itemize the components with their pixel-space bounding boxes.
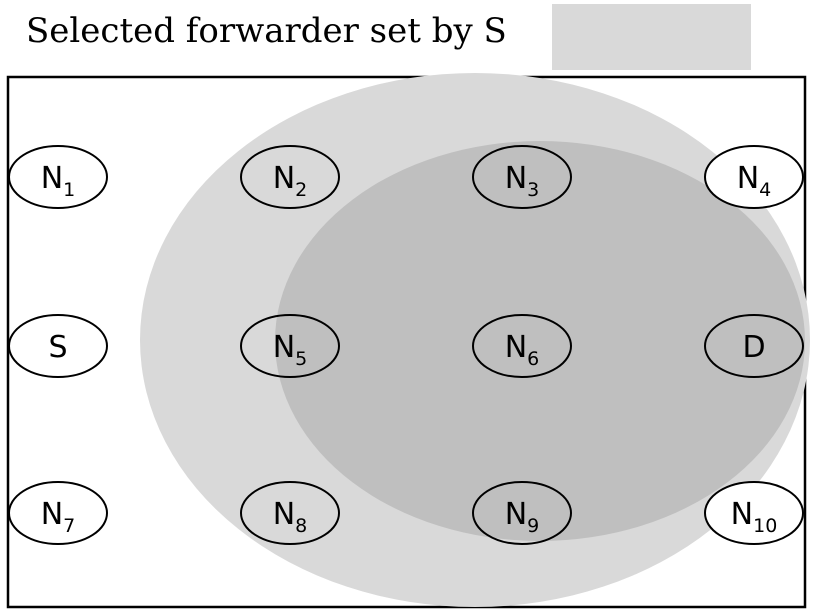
selected-forwarder-region — [275, 141, 805, 541]
node-n2: N2 — [240, 145, 340, 209]
node-n5: N5 — [240, 314, 340, 378]
legend-title: Selected forwarder set by S — [26, 11, 507, 51]
node-shape — [240, 314, 340, 378]
node-label: N8 — [273, 497, 308, 537]
node-shape — [240, 481, 340, 545]
node-label: N7 — [41, 497, 76, 537]
node-n9: N9 — [472, 481, 572, 545]
node-label: D — [742, 330, 765, 365]
node-n8: N8 — [240, 481, 340, 545]
node-shape — [704, 145, 804, 209]
legend-swatch — [552, 4, 751, 70]
node-n10: N10 — [704, 481, 804, 545]
node-d: D — [704, 314, 804, 378]
node-label: N3 — [505, 161, 540, 201]
node-label: N1 — [41, 161, 76, 201]
node-shape — [704, 481, 804, 545]
node-s: S — [8, 314, 108, 378]
node-label: N6 — [505, 330, 540, 370]
node-shape — [8, 481, 108, 545]
node-shape — [240, 145, 340, 209]
node-n6: N6 — [472, 314, 572, 378]
node-n7: N7 — [8, 481, 108, 545]
node-shape — [704, 314, 804, 378]
node-n4: N4 — [704, 145, 804, 209]
node-shape — [8, 314, 108, 378]
node-n3: N3 — [472, 145, 572, 209]
node-label: S — [48, 330, 67, 365]
node-label: N10 — [731, 497, 778, 537]
node-shape — [472, 481, 572, 545]
node-label: N9 — [505, 497, 540, 537]
node-shape — [8, 145, 108, 209]
node-shape — [472, 145, 572, 209]
nodes-layer: N1 N2 N3 N4S N5 N6 D N7 N8 N9 N10 — [8, 145, 804, 545]
node-shape — [472, 314, 572, 378]
node-label: N4 — [737, 161, 772, 201]
node-label: N2 — [273, 161, 308, 201]
node-n1: N1 — [8, 145, 108, 209]
node-label: N5 — [273, 330, 308, 370]
